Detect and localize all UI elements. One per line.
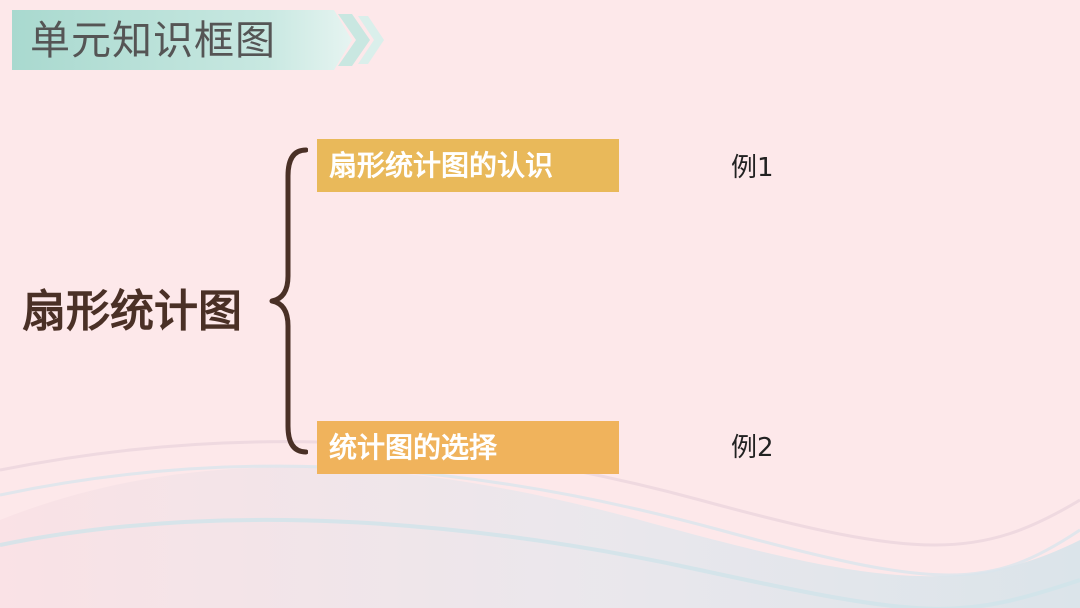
example-label-1: 例1 [731, 153, 774, 183]
branch-node-chart-selection: 统计图的选择 [317, 421, 619, 474]
header-banner [12, 10, 384, 70]
branch-node-pie-chart-intro: 扇形统计图的认识 [317, 139, 619, 192]
root-node: 扇形统计图 [22, 286, 242, 337]
curly-brace-connector [269, 147, 308, 455]
page-title: 单元知识框图 [30, 18, 276, 64]
example-label-2: 例2 [731, 433, 774, 463]
double-chevron-right-icon [338, 14, 384, 66]
